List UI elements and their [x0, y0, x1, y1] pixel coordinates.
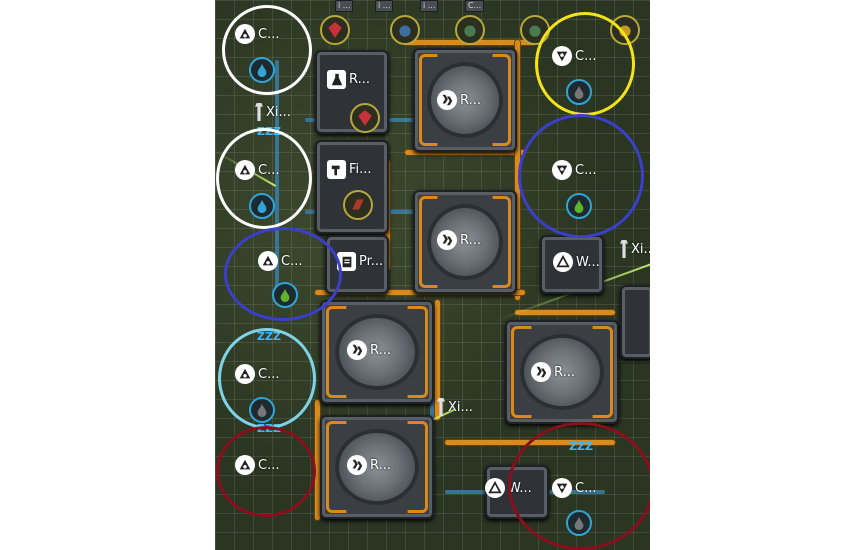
game-viewport[interactable]: i ... i ... i ... C... R... R... R... [215, 0, 650, 550]
tower-name: Xi... [448, 399, 473, 415]
ore-item-icon [390, 15, 420, 45]
extractor-name: C... [258, 366, 280, 382]
oil-drop-icon [566, 193, 592, 219]
extractor-name: C... [258, 162, 280, 178]
ingot-item-icon [343, 190, 373, 220]
extractor-icon [552, 46, 572, 66]
sleep-zzz-icon: ZZZ [257, 125, 281, 138]
refinery-name: R... [554, 364, 575, 380]
extractor-label[interactable]: C... [235, 364, 279, 384]
tower-label[interactable]: Xi... [620, 240, 650, 258]
tower-name: Xi... [631, 241, 650, 257]
refinery-name: R... [370, 342, 391, 358]
top-slot[interactable]: i ... [375, 0, 394, 12]
pipe [405, 150, 525, 155]
printer-building[interactable] [325, 235, 389, 294]
building-name: W... [508, 480, 532, 496]
extractor-label[interactable]: C... [552, 478, 596, 498]
refinery-label[interactable]: R... [347, 340, 391, 360]
top-slot[interactable]: i ... [420, 0, 439, 12]
refinery-building[interactable] [320, 415, 434, 519]
conveyor-belt [275, 60, 279, 300]
coal-drop-icon [249, 397, 275, 423]
document-icon [337, 252, 356, 271]
top-slot[interactable]: C... [465, 0, 485, 12]
refinery-building[interactable] [413, 48, 517, 152]
tower-icon [620, 240, 628, 258]
water-drop-icon [249, 193, 275, 219]
workshop-icon [553, 252, 573, 272]
sleep-zzz-icon: ZZZ [257, 330, 281, 343]
pipe [515, 310, 615, 315]
refinery-building[interactable] [320, 300, 434, 404]
workshop-label[interactable]: W... [485, 478, 532, 498]
water-drop-icon [249, 57, 275, 83]
refinery-name: R... [370, 457, 391, 473]
refinery-icon [437, 90, 457, 110]
pipe [315, 400, 320, 520]
sleep-zzz-icon: ZZZ [569, 440, 593, 453]
edge-building[interactable] [620, 285, 650, 359]
sleep-zzz-icon: ZZZ [257, 422, 281, 435]
extractor-icon [235, 455, 255, 475]
refinery-label[interactable]: R... [347, 455, 391, 475]
extractor-label[interactable]: C... [235, 24, 279, 44]
extractor-label[interactable]: C... [235, 160, 279, 180]
refinery-icon [437, 230, 457, 250]
flask-icon [327, 70, 346, 89]
extractor-name: C... [258, 457, 280, 473]
ore-item-icon [610, 15, 640, 45]
extractor-label[interactable]: C... [552, 46, 596, 66]
extractor-name: C... [575, 162, 597, 178]
top-slot[interactable]: i ... [335, 0, 354, 12]
extractor-name: C... [575, 48, 597, 64]
building-name: R... [349, 72, 370, 87]
refinery-icon [531, 362, 551, 382]
refinery-name: R... [460, 92, 481, 108]
extractor-icon [552, 478, 572, 498]
tower-name: Xi... [266, 104, 291, 120]
extractor-label[interactable]: C... [552, 160, 596, 180]
building-name: W... [576, 254, 600, 270]
printer-label[interactable]: Pr... [337, 252, 383, 271]
small-refinery-label[interactable]: R... [327, 70, 370, 89]
ruby-item-icon [350, 103, 380, 133]
hammer-icon [327, 160, 346, 179]
extractor-name: C... [258, 26, 280, 42]
refinery-label[interactable]: R... [531, 362, 575, 382]
tower-label[interactable]: Xi... [255, 103, 291, 121]
tower-label[interactable]: Xi... [437, 398, 473, 416]
extractor-label[interactable]: C... [258, 251, 302, 271]
foundry-label[interactable]: Fi... [327, 160, 372, 179]
refinery-name: R... [460, 232, 481, 248]
extractor-icon [552, 160, 572, 180]
extractor-name: C... [281, 253, 303, 269]
building-name: Pr... [359, 254, 384, 269]
coal-drop-icon [566, 510, 592, 536]
ruby-item-icon [320, 15, 350, 45]
refinery-icon [347, 455, 367, 475]
extractor-icon [258, 251, 278, 271]
extractor-icon [235, 24, 255, 44]
extractor-icon [235, 364, 255, 384]
ore-item-icon [455, 15, 485, 45]
refinery-icon [347, 340, 367, 360]
refinery-label[interactable]: R... [437, 230, 481, 250]
pipe [435, 300, 440, 420]
tower-icon [437, 398, 445, 416]
workshop-icon [485, 478, 505, 498]
extractor-label[interactable]: C... [235, 455, 279, 475]
coal-drop-icon [566, 79, 592, 105]
extractor-name: C... [575, 480, 597, 496]
ore-item-icon [520, 15, 550, 45]
pipe [445, 440, 615, 445]
workshop-label[interactable]: W... [553, 252, 600, 272]
foundry-building[interactable] [315, 140, 389, 234]
oil-drop-icon [272, 282, 298, 308]
extractor-icon [235, 160, 255, 180]
pipe [515, 40, 520, 300]
building-name: Fi... [349, 162, 372, 177]
tower-icon [255, 103, 263, 121]
refinery-label[interactable]: R... [437, 90, 481, 110]
